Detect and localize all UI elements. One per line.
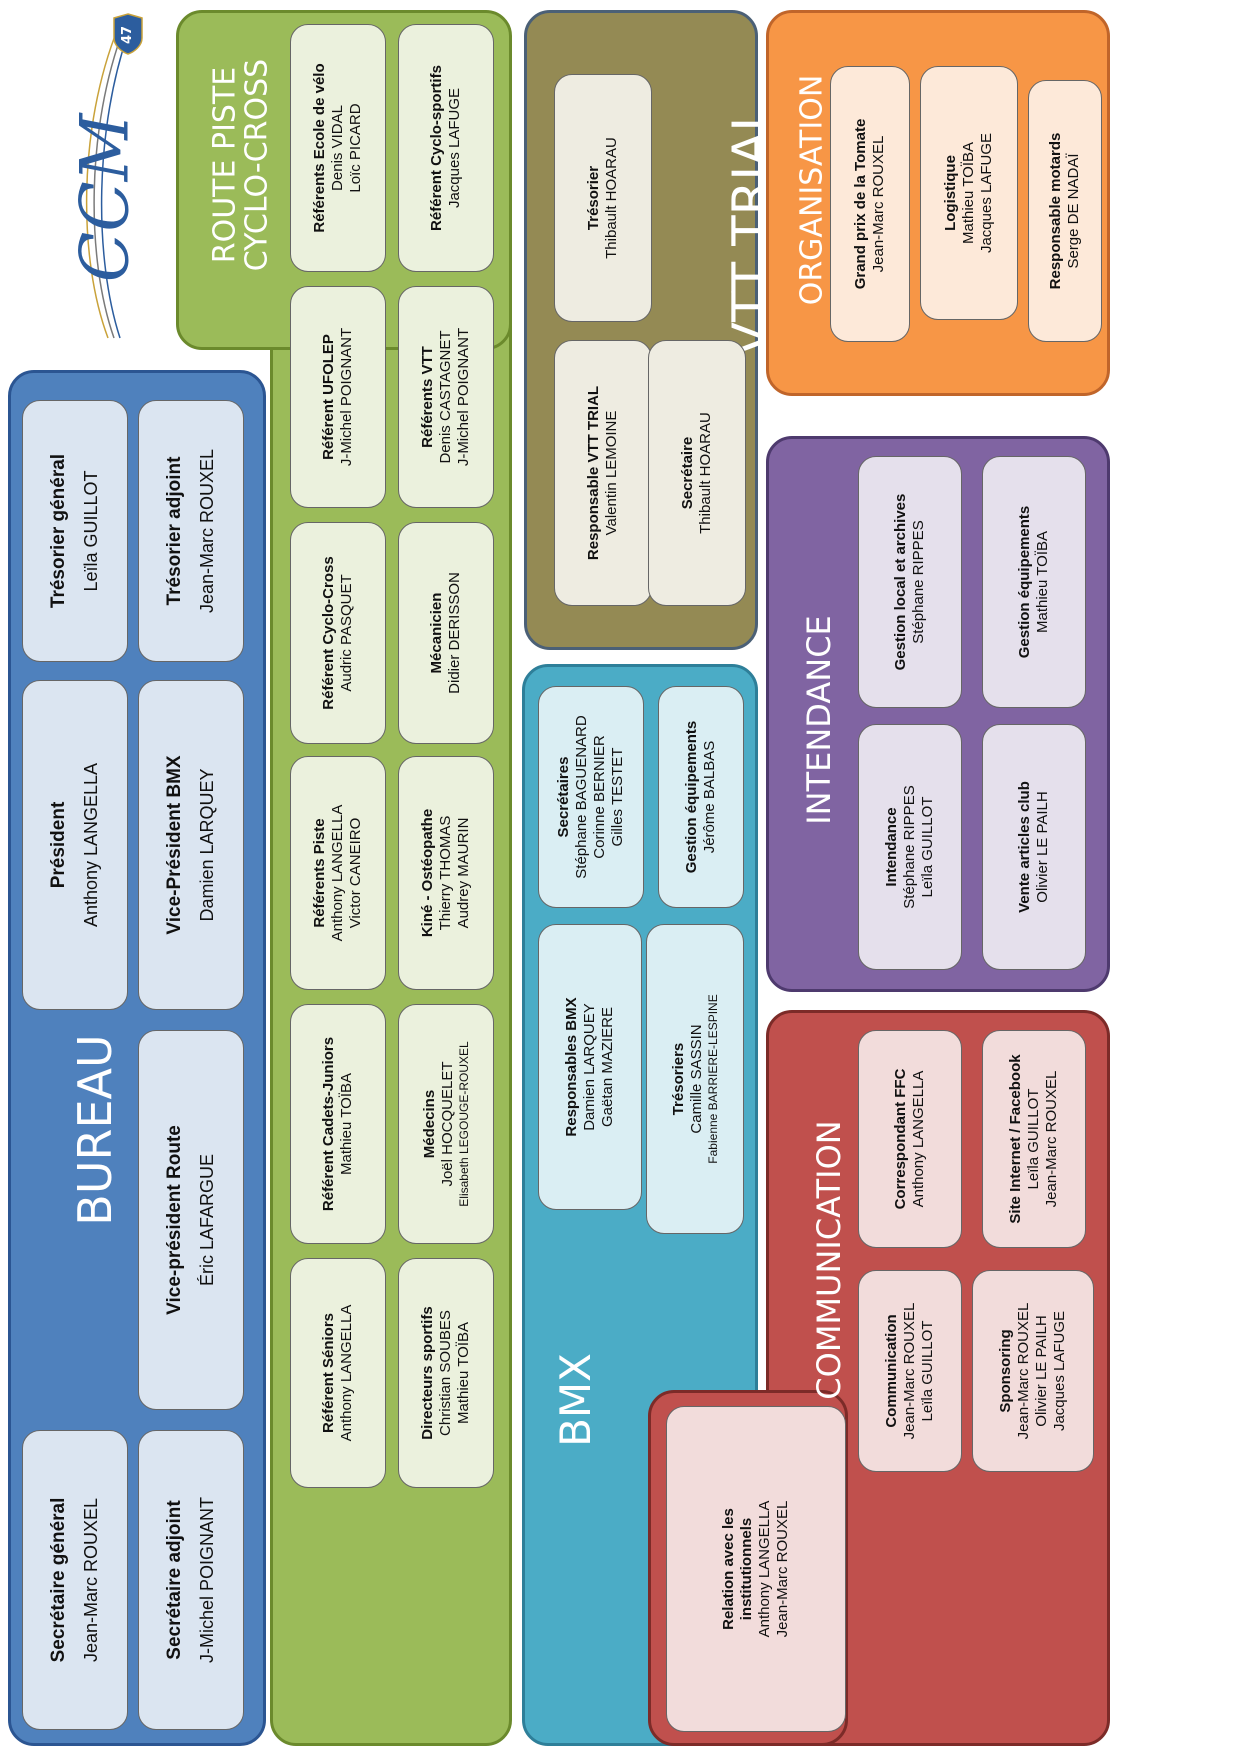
intendance-title: INTENDANCE	[800, 615, 839, 825]
communication-title: COMMUNICATION	[810, 1120, 849, 1400]
bmx-title: BMX	[550, 1353, 600, 1447]
club-logo: CCM 47	[66, 8, 146, 348]
route-title: ROUTE PISTE CYCLO-CROSS	[207, 58, 275, 272]
logo-text: CCM	[66, 113, 144, 283]
logo-badge: 47	[120, 25, 136, 45]
communication-card-relation-institutionnels: Relation avec les institutionnels Anthon…	[666, 1406, 846, 1732]
organisation-title: ORGANISATION	[794, 74, 830, 306]
bureau-title: BUREAU	[67, 1034, 122, 1226]
